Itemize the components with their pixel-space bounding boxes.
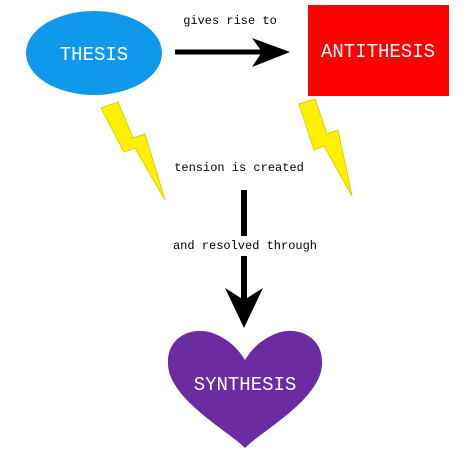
antithesis-rect (308, 5, 449, 96)
thesis-ellipse (26, 11, 162, 95)
resolve-arrow-shaft-top (241, 190, 247, 236)
thesis-label: THESIS (60, 44, 128, 66)
synthesis-node: SYNTHESIS (167, 330, 323, 448)
antithesis-label: ANTITHESIS (321, 41, 435, 63)
synthesis-heart (167, 330, 323, 448)
gives-rise-arrow (175, 38, 290, 67)
lightning-bolt-left-icon (100, 101, 166, 201)
tension-label: tension is created (174, 161, 304, 175)
gives-rise-arrow-head (252, 38, 290, 67)
resolve-arrow (225, 256, 263, 328)
synthesis-label: SYNTHESIS (194, 374, 297, 396)
resolved-through-label: and resolved through (173, 239, 317, 253)
resolve-arrow-shaft-bottom (241, 256, 247, 300)
resolve-arrow-head (225, 288, 263, 328)
antithesis-node: ANTITHESIS (308, 5, 449, 96)
thesis-node: THESIS (26, 11, 162, 95)
gives-rise-label: gives rise to (183, 14, 277, 28)
lightning-bolt-right-icon (298, 98, 353, 197)
